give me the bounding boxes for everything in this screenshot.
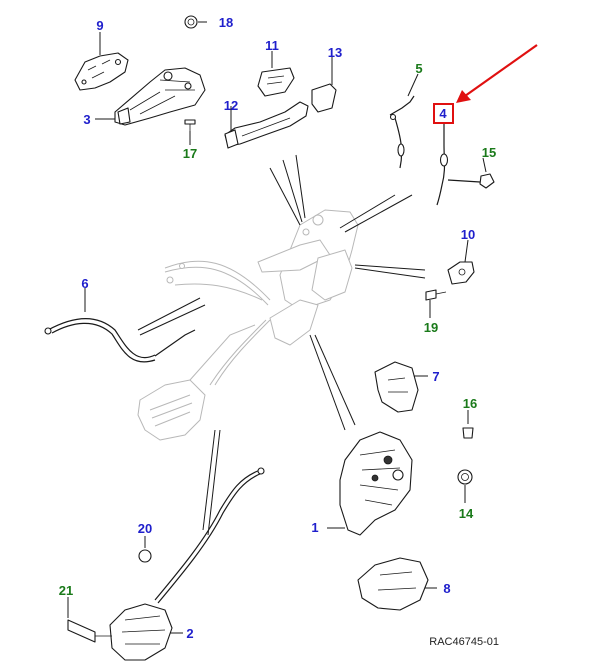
callout-18: 18 bbox=[219, 15, 233, 30]
callout-16: 16 bbox=[463, 396, 477, 411]
part-3-handle-carrier bbox=[114, 67, 206, 126]
callout-7: 7 bbox=[432, 369, 439, 384]
part-5-rod bbox=[389, 95, 415, 169]
highlight-arrow bbox=[464, 44, 538, 97]
part-19-bolt bbox=[425, 289, 447, 301]
part-15-clip bbox=[479, 173, 495, 189]
part-9-bracket bbox=[74, 52, 129, 91]
callout-5: 5 bbox=[415, 61, 422, 76]
callout-14: 14 bbox=[459, 506, 474, 521]
callout-8: 8 bbox=[443, 581, 450, 596]
part-2-actuator bbox=[109, 467, 265, 661]
callout-17: 17 bbox=[183, 146, 197, 161]
callout-21: 21 bbox=[59, 583, 73, 598]
leader-lines bbox=[67, 21, 487, 634]
callout-12: 12 bbox=[224, 98, 238, 113]
part-4-cable bbox=[436, 122, 481, 206]
part-21-connector bbox=[67, 619, 112, 643]
part-18-grommet bbox=[184, 15, 198, 29]
part-12-outer-handle bbox=[224, 101, 309, 149]
callout-2: 2 bbox=[186, 626, 193, 641]
door-assembly-outline bbox=[137, 209, 359, 441]
callout-9: 9 bbox=[96, 18, 103, 33]
part-13-cap bbox=[311, 83, 337, 113]
part-14-cap bbox=[457, 469, 473, 485]
callout-11: 11 bbox=[265, 38, 279, 53]
highlight-arrowhead bbox=[456, 90, 471, 103]
part-8-bracket bbox=[357, 557, 429, 611]
highlight-marker bbox=[433, 44, 538, 124]
part-7-cover bbox=[374, 361, 419, 413]
reference-code: RAC46745-01 bbox=[429, 636, 499, 648]
callout-13: 13 bbox=[328, 45, 342, 60]
callout-labels: 1 2 3 4 5 6 7 8 9 10 11 12 13 14 15 16 1… bbox=[59, 15, 496, 641]
callout-6: 6 bbox=[81, 276, 88, 291]
callout-3: 3 bbox=[83, 112, 90, 127]
part-1-latch bbox=[339, 431, 413, 536]
callout-1: 1 bbox=[311, 520, 318, 535]
callout-10: 10 bbox=[461, 227, 475, 242]
part-16-screw bbox=[462, 427, 474, 439]
part-10-bracket bbox=[447, 261, 475, 285]
part-6-cable bbox=[44, 318, 196, 363]
part-11-bezel bbox=[257, 67, 295, 97]
callout-19: 19 bbox=[424, 320, 438, 335]
part-20-grommet bbox=[138, 549, 152, 563]
callout-15: 15 bbox=[482, 145, 496, 160]
part-17-screw bbox=[184, 119, 196, 132]
callout-20: 20 bbox=[138, 521, 152, 536]
callout-4: 4 bbox=[439, 106, 447, 121]
highlight-box bbox=[433, 103, 454, 124]
